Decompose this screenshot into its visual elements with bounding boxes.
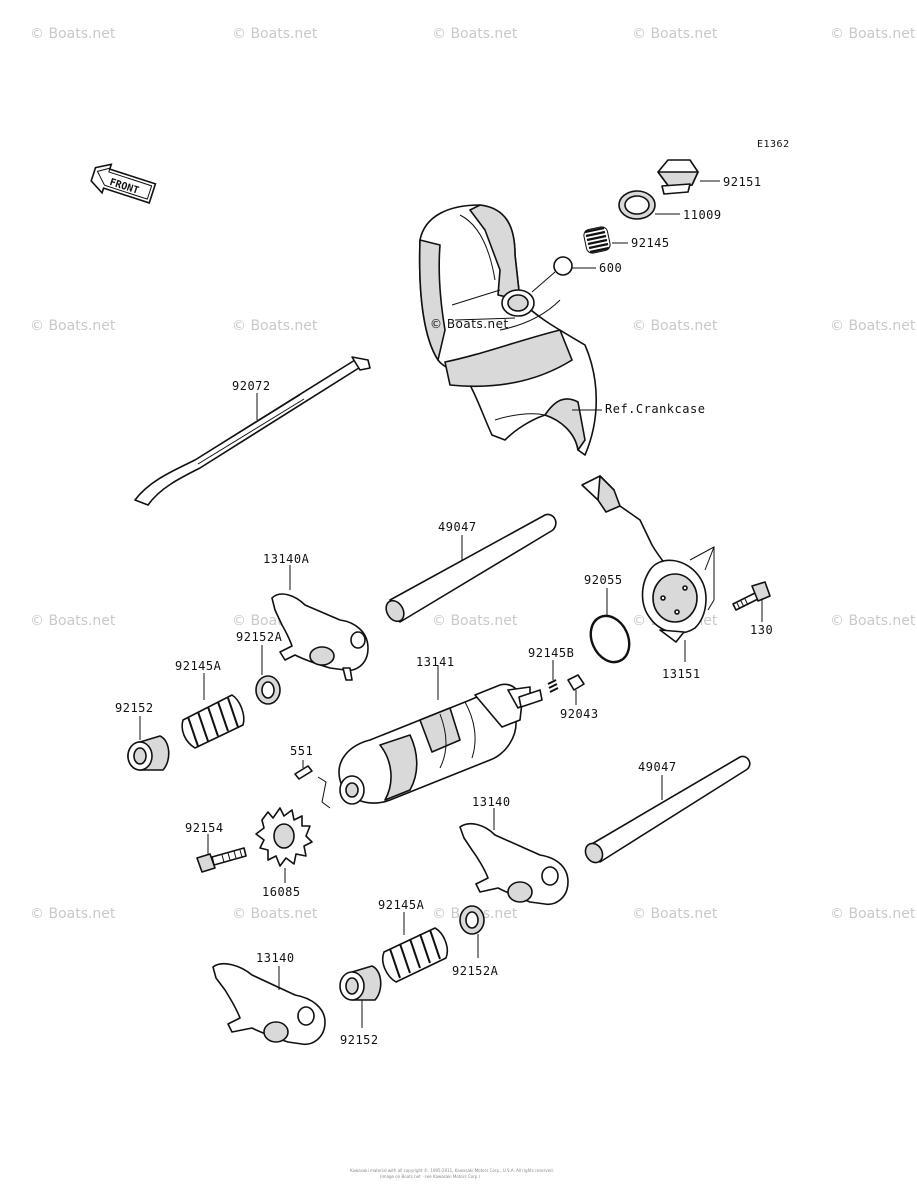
part-label: 13151	[662, 667, 701, 681]
watermark: © Boats.net	[432, 613, 518, 629]
part-label: 13141	[416, 655, 455, 669]
shift-rod-icon	[584, 755, 751, 864]
copyright-line: (image on Boats.net - see Kawasaki Motor…	[380, 1174, 481, 1179]
part-label: 92152A	[236, 630, 283, 644]
dowel-pin-icon	[294, 765, 313, 780]
part-label: 600	[599, 261, 622, 275]
part-label: 92152	[115, 701, 154, 715]
plug-icon	[657, 159, 699, 195]
part-label: 92055	[584, 573, 623, 587]
gear-position-switch-icon	[581, 475, 707, 643]
copyright-line: Kawasaki material with all copyright ©. …	[350, 1168, 554, 1173]
part-label: 92145B	[528, 646, 574, 660]
watermarks: © Boats.net © Boats.net © Boats.net © Bo…	[30, 26, 916, 922]
part-label: 92043	[560, 707, 599, 721]
watermark: © Boats.net	[830, 26, 916, 42]
diagram-id: E1362	[757, 139, 790, 150]
spring-icon	[381, 927, 449, 983]
pin-icon	[567, 674, 585, 691]
spring-icon	[583, 226, 611, 254]
gasket-icon	[618, 190, 656, 220]
part-label: 92152A	[452, 964, 499, 978]
spring-icon	[181, 694, 245, 749]
bolt-icon	[732, 581, 771, 611]
watermark: © Boats.net	[232, 906, 318, 922]
part-label: 13140A	[263, 552, 310, 566]
watermark: © Boats.net	[232, 26, 318, 42]
part-label: 92145A	[378, 898, 425, 912]
part-label: 92072	[232, 379, 271, 393]
shift-rod-icon	[385, 513, 557, 623]
washer-icon	[459, 905, 485, 935]
shift-fork-icon	[212, 963, 326, 1046]
part-label: 92145	[631, 236, 670, 250]
collar-icon	[127, 735, 170, 771]
small-spring-icon	[547, 679, 559, 693]
part-label: 92151	[723, 175, 762, 189]
bolt-drum-icon	[196, 847, 247, 873]
part-label: 92152	[340, 1033, 379, 1047]
part-label: 13140	[472, 795, 511, 809]
o-ring-icon	[589, 614, 631, 664]
reference-label: Ref.Crankcase	[605, 402, 705, 416]
collar-icon	[339, 965, 382, 1001]
watermark: © Boats.net	[632, 26, 718, 42]
front-arrow-icon: FRONT	[90, 163, 157, 204]
part-label: 16085	[262, 885, 301, 899]
part-label: 11009	[683, 208, 722, 222]
part-label: 13140	[256, 951, 295, 965]
part-label: 49047	[438, 520, 477, 534]
part-label: 92145A	[175, 659, 222, 673]
watermark: © Boats.net	[30, 318, 116, 334]
watermark: © Boats.net	[632, 906, 718, 922]
watermark: © Boats.net	[232, 318, 318, 334]
watermark: © Boats.net	[830, 318, 916, 334]
watermark: © Boats.net	[30, 906, 116, 922]
part-label: 49047	[638, 760, 677, 774]
band-icon	[134, 356, 371, 506]
watermark: © Boats.net	[830, 613, 916, 629]
center-watermark: © Boats.net	[430, 317, 509, 331]
drum-gear-icon	[255, 807, 313, 867]
washer-icon	[255, 675, 281, 705]
watermark: © Boats.net	[30, 613, 116, 629]
watermark: © Boats.net	[830, 906, 916, 922]
watermark: © Boats.net	[432, 26, 518, 42]
shift-fork-icon	[271, 593, 369, 681]
part-label: 92154	[185, 821, 224, 835]
ball-icon	[553, 256, 573, 276]
part-label: 130	[750, 623, 773, 637]
shift-fork-icon	[459, 823, 569, 906]
crankcase-reference	[418, 204, 597, 456]
shift-drum-icon	[338, 683, 543, 805]
part-label: 551	[290, 744, 313, 758]
watermark: © Boats.net	[30, 26, 116, 42]
watermark: © Boats.net	[632, 318, 718, 334]
